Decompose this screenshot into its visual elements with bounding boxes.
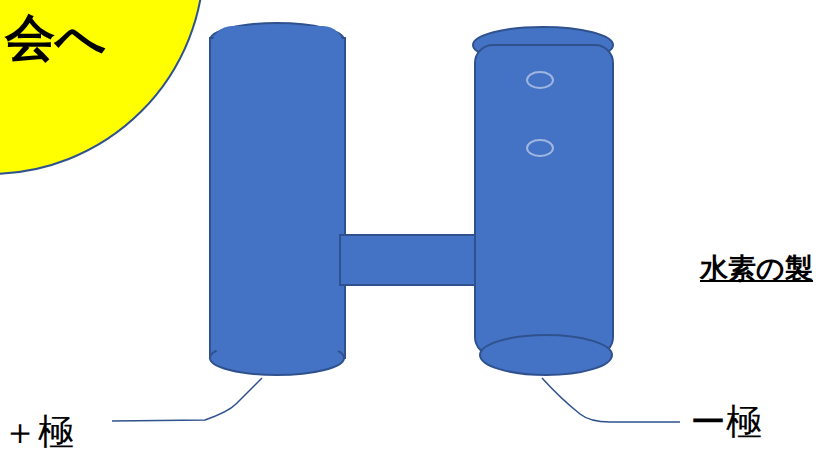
gas-bubble (527, 140, 553, 156)
callout-text: 会へ (5, 5, 106, 72)
section-heading: 水素の製 (700, 250, 813, 288)
left-tube-body (212, 26, 343, 358)
leader-line (112, 378, 262, 421)
gas-bubble (527, 72, 553, 88)
tube-bottom (480, 335, 612, 375)
electrode-label: ＋極 (2, 408, 74, 457)
right-tube (475, 45, 613, 355)
callout-circle: 会へ (0, 0, 205, 175)
leader-line (542, 378, 680, 422)
electrode-label: ー極 (690, 398, 762, 447)
connecting-bar (340, 235, 487, 285)
